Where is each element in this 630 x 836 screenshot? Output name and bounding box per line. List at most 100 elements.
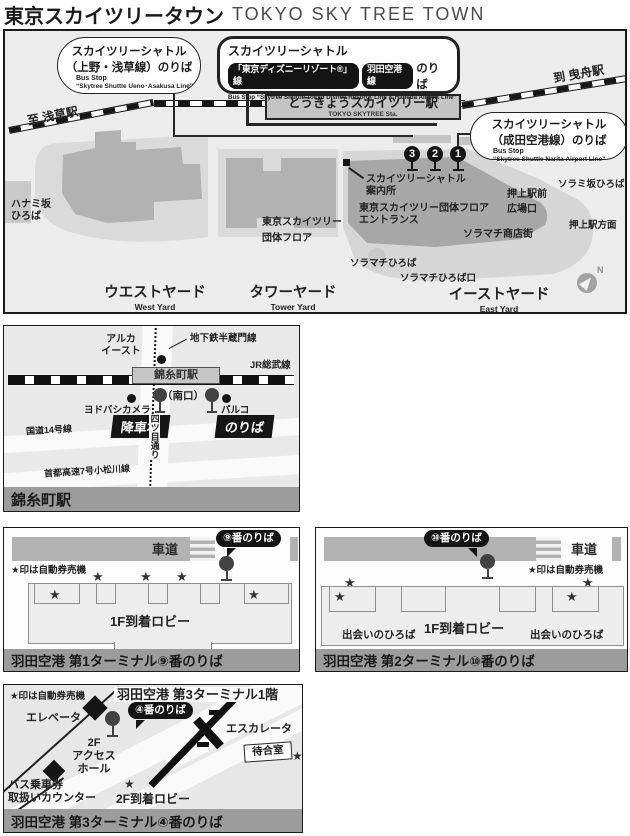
callout-ueno-line2: （上野・浅草線）のりば: [65, 62, 193, 74]
oshiage-plaza-label: 押上駅前 広場口: [507, 189, 547, 215]
elevator-label: エレベータ: [26, 712, 81, 724]
compass-n-label: N: [597, 265, 604, 275]
drop-off-stop-icon: [153, 388, 167, 413]
stop9-badge: ⑨番のりば: [216, 530, 281, 548]
t1-caption: 羽田空港 第1ターミナル⑨番のりば: [4, 649, 299, 671]
ticket-machine-star-icon: ★: [582, 575, 594, 590]
bus-stop-base: [429, 169, 441, 171]
tower-yard-label: タワーヤード Tower Yard: [249, 285, 337, 313]
hanamizaka-label: ハナミ坂 ひろば: [11, 199, 51, 222]
callout-narita-line1: スカイツリーシャトル: [491, 119, 607, 131]
kinshicho-map-panel: JR総武線 地下鉄半蔵門線 錦糸町駅 アルカ イースト （南口） ヨドバシカメラ…: [3, 325, 300, 512]
callout-main-noriba: のりば: [416, 63, 440, 91]
group-floor-entrance-label: 東京スカイツリー団体フロア エントランス: [359, 203, 489, 226]
door-bay: [401, 586, 446, 612]
ticket-machine-star-icon: ★: [92, 569, 104, 584]
deai-hiroba-right-label: 出会いのひろば: [530, 629, 604, 641]
ticket-machine-star-icon: ★: [292, 749, 303, 763]
waiting-room-box: 待合室: [243, 741, 293, 763]
badge-tail: [468, 548, 477, 557]
stop10-icon: [480, 554, 495, 579]
crosswalk-stripes: [190, 537, 215, 561]
kinshicho-caption: 錦糸町駅: [4, 487, 299, 511]
door-bay: [244, 583, 289, 604]
station-name-en: TOKYO SKYTREE Sta.: [328, 110, 398, 118]
haneda-line-badge: 羽田空港線: [361, 63, 414, 89]
oshiage-direction-label: 押上駅方面: [569, 220, 617, 231]
bus-stop-1-number: 1: [450, 146, 466, 162]
callout-ueno-sub1: Bus Stop: [76, 75, 107, 82]
haneda-t2-panel: 車道 ⑩番のりば ★印は自動券売機 ★ ★ ★ ★ 1F到着ロビー 出会いのひろ…: [315, 527, 628, 672]
t2-lobby-label: 1F到着ロビー: [424, 621, 505, 636]
west-yard-building: [62, 130, 202, 223]
page-title-jp: 東京スカイツリータウン: [4, 6, 224, 28]
callout-main-title: スカイツリーシャトル: [228, 44, 348, 58]
kinshicho-station-box: 錦糸町駅: [132, 367, 220, 384]
shuttle-info-label: スカイツリーシャトル 案内所: [366, 174, 466, 197]
ticket-machine-star-icon: ★: [176, 569, 188, 584]
compass-needle: [578, 274, 596, 291]
callout-main-sub: Bus Stop “Skytree Shuttle Tokyo Disney R…: [228, 94, 457, 101]
badge-tail: [227, 548, 236, 557]
parco-label: パルコ: [221, 405, 250, 416]
bus-stop-3-marker: 3: [404, 146, 420, 171]
compass-icon: [577, 273, 597, 293]
haneda-t1-panel: 車道 ⑨番のりば ★印は自動券売機 ★ ★ ★ ★ ★ 1F到着ロビー 羽田空港…: [3, 527, 300, 672]
jr-sobu-label: JR総武線: [250, 360, 291, 371]
connector-ueno: [173, 92, 175, 137]
connector-main: [246, 123, 437, 126]
stop10-badge: ⑩番のりば: [424, 530, 489, 548]
ticket-machine-note: ★印は自動券売機: [528, 565, 604, 576]
escalator-icon-foot: [197, 742, 209, 747]
deai-hiroba-left-label: 出会いのひろば: [342, 629, 416, 641]
ticket-machine-note: ★印は自動券売機: [11, 565, 87, 576]
page-title: 東京スカイツリータウン TOKYO SKY TREE TOWN: [4, 2, 485, 28]
boarding-tag: のりば: [214, 415, 275, 438]
bus-stop-2-marker: 2: [427, 146, 443, 171]
escalator-label: エスカレータ: [226, 723, 292, 735]
callout-ueno-line1: スカイツリーシャトル: [71, 46, 187, 58]
east-yard-building: [348, 157, 548, 247]
yotsume-dori-label: 四ツ目通り: [149, 414, 160, 459]
bus-stop-pole: [457, 162, 459, 169]
bus-stop-1-marker: 1: [450, 146, 466, 171]
drop-off-tag: 降車場: [110, 415, 171, 438]
ticket-machine-star-icon: ★: [49, 587, 61, 602]
soramizaka-label: ソラミ坂ひろば: [558, 179, 625, 190]
disney-line-badge: 「東京ディズニーリゾート®」線: [228, 63, 359, 89]
map-buildings: [5, 130, 594, 281]
bus-stop-2-number: 2: [427, 146, 443, 162]
roadway-band: [12, 537, 190, 561]
east-yard-label: イーストヤード East Yard: [448, 287, 550, 314]
stop4-icon: [105, 711, 120, 737]
connector-narita: [457, 133, 473, 135]
door-bay: [200, 583, 220, 604]
door-bay: [148, 583, 168, 604]
bus-stop-base: [452, 169, 464, 171]
plaza-circle: [368, 248, 386, 266]
ticket-machine-star-icon: ★: [344, 575, 356, 590]
ticket-machine-star-icon: ★: [248, 587, 260, 602]
callout-disney-haneda: スカイツリーシャトル 「東京ディズニーリゾート®」線 羽田空港線 のりば Bus…: [217, 36, 460, 101]
main-map-panel: 至 浅草駅 到 曳舟駅 とうきょうスカイツリー駅 TOKYO SKYTREE S…: [3, 29, 627, 314]
platform-strip: [393, 135, 451, 143]
bus-stop-pole: [411, 162, 413, 169]
connector-ueno: [173, 135, 413, 137]
stop4-badge: ④番のりば: [128, 702, 193, 720]
south-exit-label: （南口）: [162, 390, 204, 402]
connector-narita: [457, 133, 459, 147]
t1-lobby-label: 1F到着ロビー: [110, 614, 191, 629]
shuttle-info-marker-icon: [343, 159, 350, 166]
soramachi-hiroba-gate-label: ソラマチひろば口: [400, 273, 477, 284]
roadway-band: [290, 537, 298, 561]
soramachi-shotengai-label: ソラマチ商店街: [463, 229, 533, 240]
boarding-stop-icon: [205, 388, 219, 413]
yodobashi-label: ヨドバシカメラ: [84, 405, 151, 416]
crosswalk-stripes: [536, 537, 561, 561]
tower-yard-building: [226, 158, 336, 228]
soramachi-hiroba-label: ソラマチひろば: [350, 258, 417, 269]
t3-lobby-label: 2F到着ロビー: [116, 792, 191, 806]
ticket-machine-star-icon: ★: [566, 589, 578, 604]
bus-stop-pole: [434, 162, 436, 169]
